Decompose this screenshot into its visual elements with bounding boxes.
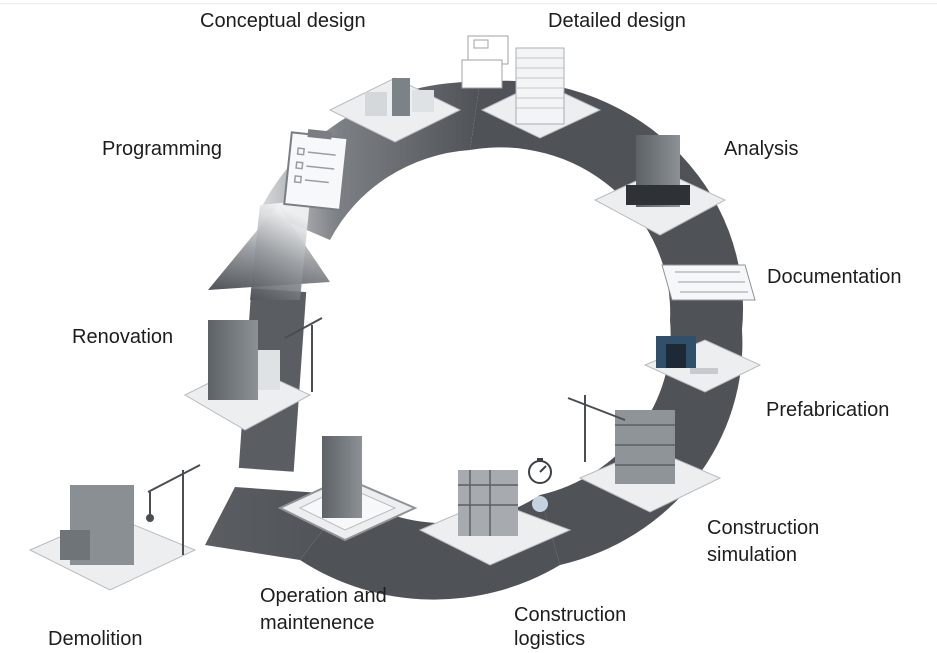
label-documentation: Documentation bbox=[767, 266, 902, 288]
building-icon bbox=[322, 436, 362, 518]
label-prefabrication: Prefabrication bbox=[766, 399, 890, 421]
conceptual-design-model bbox=[328, 77, 462, 143]
construction-logistics-model bbox=[418, 458, 572, 566]
label-demolition: Demolition bbox=[48, 628, 143, 650]
label-construction-simulation-line2: simulation bbox=[707, 544, 798, 566]
label-renovation: Renovation bbox=[72, 326, 174, 348]
label-operation-maintenance-line1: Operation and bbox=[260, 585, 387, 607]
drawing-sheet-icon bbox=[461, 35, 509, 89]
prefab-module-icon bbox=[656, 336, 696, 368]
top-rule bbox=[0, 3, 937, 4]
label-programming: Programming bbox=[102, 138, 223, 160]
detailed-design-model bbox=[461, 35, 602, 139]
label-detailed-design: Detailed design bbox=[548, 10, 686, 32]
renovation-model bbox=[183, 317, 323, 431]
construction-simulation-model bbox=[567, 395, 722, 513]
stopwatch-icon bbox=[528, 458, 552, 512]
clipboard-icon bbox=[283, 129, 349, 211]
label-construction-logistics-line1: Construction bbox=[514, 604, 627, 626]
crane-icon bbox=[567, 395, 626, 462]
demolition-model bbox=[28, 464, 201, 591]
label-conceptual-design: Conceptual design bbox=[200, 10, 366, 32]
label-analysis: Analysis bbox=[724, 138, 799, 160]
operation-maintenance-model bbox=[277, 436, 418, 542]
documentation-sheets bbox=[661, 264, 756, 301]
label-operation-maintenance-line2: maintenence bbox=[260, 612, 375, 634]
prefabrication-model bbox=[643, 336, 762, 393]
label-construction-simulation-line1: Construction bbox=[707, 517, 820, 539]
analysis-model bbox=[593, 135, 727, 236]
label-construction-logistics-line2: logistics bbox=[514, 628, 586, 650]
